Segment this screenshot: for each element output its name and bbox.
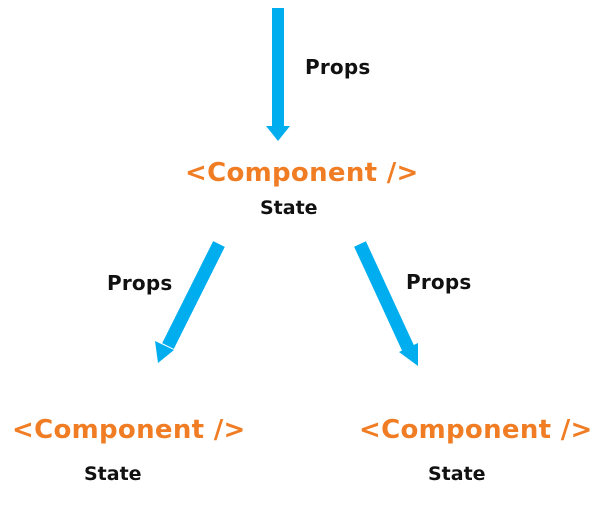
right-arrow-head	[399, 343, 418, 366]
top-arrow-shaft	[272, 8, 284, 128]
left-props-label: Props	[107, 271, 173, 295]
root-component-label: <Component />	[185, 158, 419, 188]
top-props-arrow	[266, 8, 290, 141]
root-state-label: State	[260, 197, 318, 219]
right-child-component-label: <Component />	[359, 415, 592, 445]
left-child-component-label: <Component />	[12, 415, 246, 445]
top-arrow-head	[266, 126, 290, 141]
right-props-arrow	[354, 241, 418, 366]
left-props-arrow	[155, 241, 225, 363]
left-arrow-head	[155, 341, 174, 363]
left-child-state-label: State	[84, 463, 142, 485]
top-props-label: Props	[305, 55, 371, 79]
right-child-state-label: State	[428, 463, 486, 485]
right-props-label: Props	[406, 270, 472, 294]
left-arrow-shaft	[162, 241, 225, 349]
right-arrow-shaft	[354, 241, 414, 351]
